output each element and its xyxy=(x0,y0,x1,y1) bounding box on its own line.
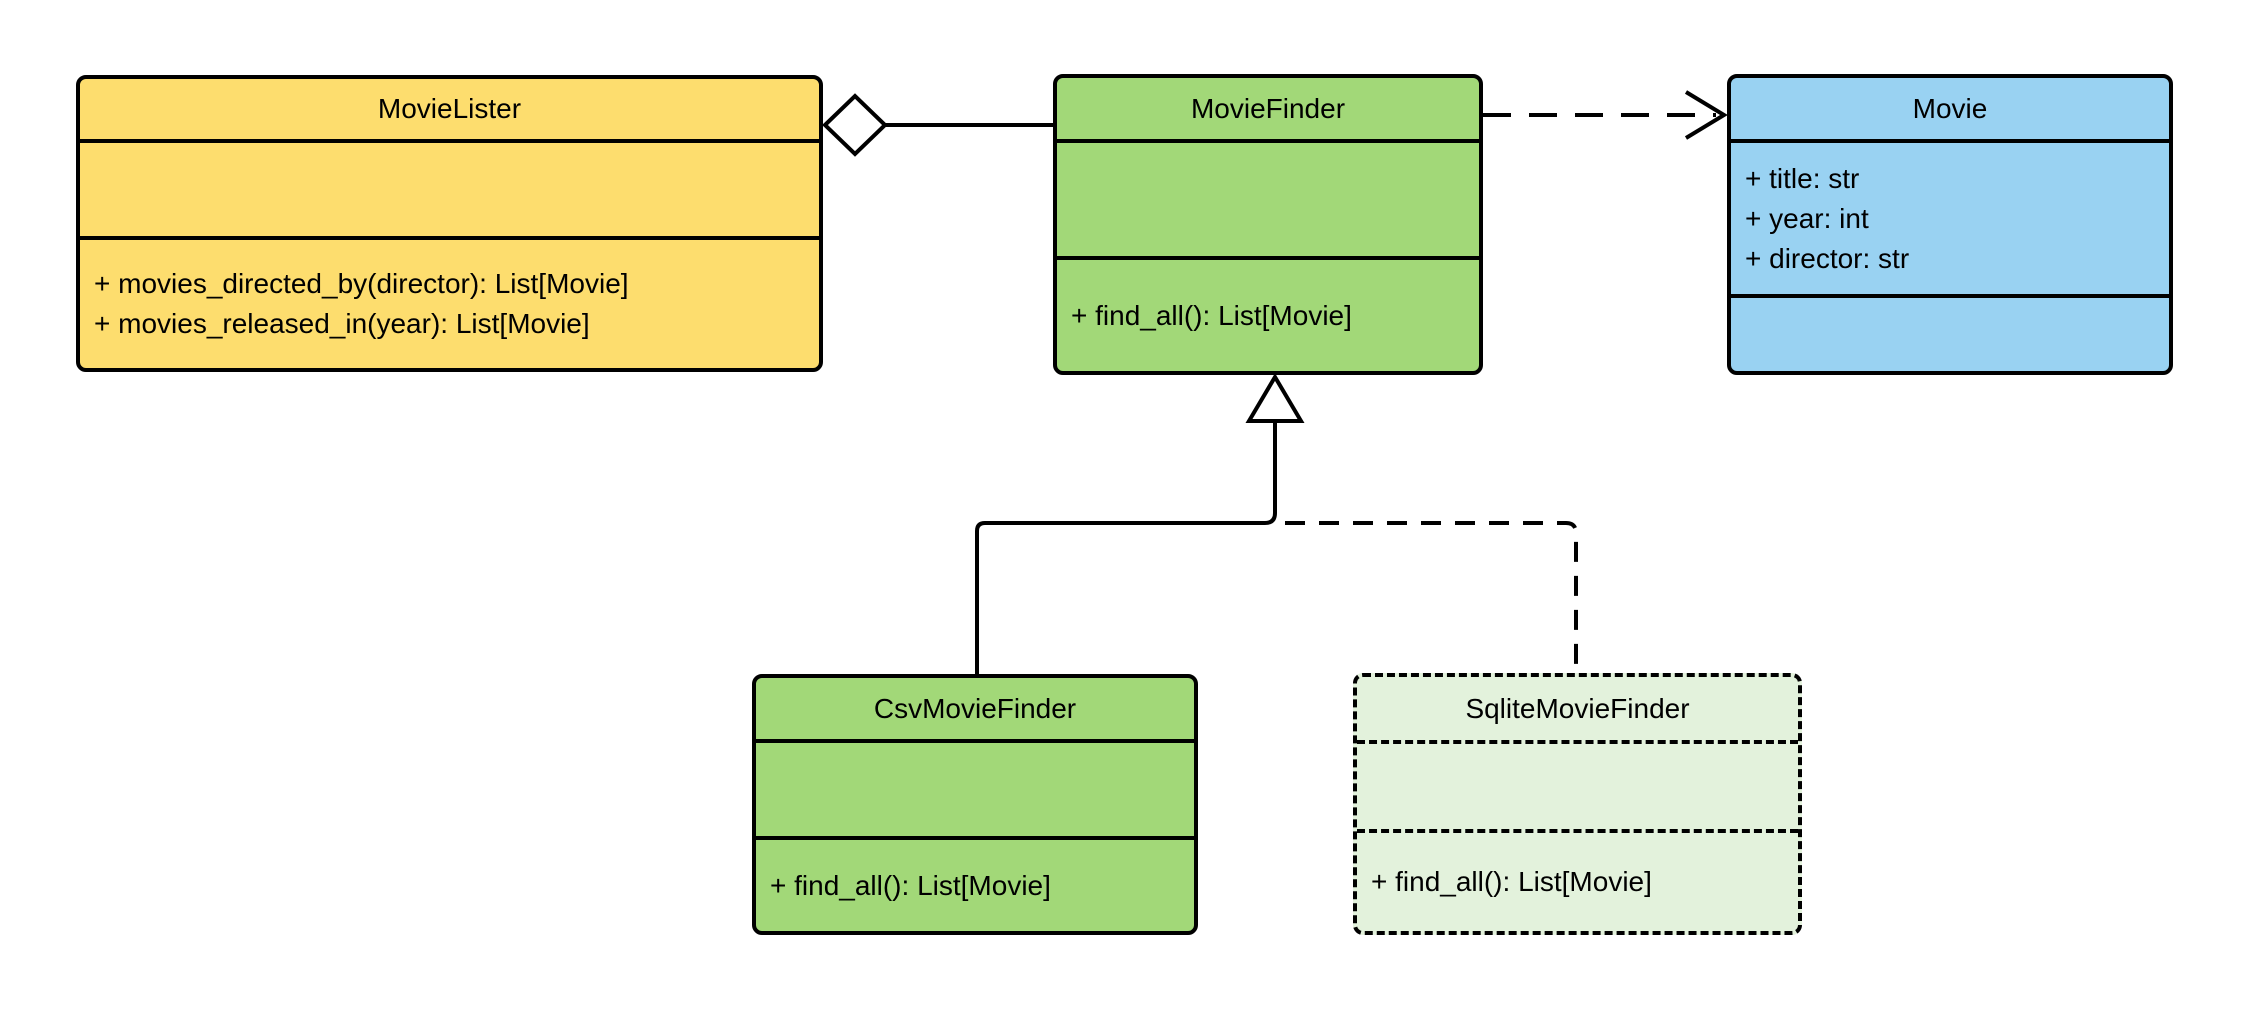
class-title: Movie xyxy=(1731,78,2169,143)
inheritance-triangle-icon xyxy=(1245,373,1305,423)
attribute-label: + director: str xyxy=(1745,242,1910,274)
attributes-compartment xyxy=(1057,143,1479,260)
class-title: MovieFinder xyxy=(1057,78,1479,143)
attribute-label: + title: str xyxy=(1745,162,1860,194)
class-title: MovieLister xyxy=(80,79,819,143)
aggregation-diamond-icon xyxy=(822,93,888,157)
dependency-arrowhead-icon xyxy=(1684,90,1728,140)
class-name-label: Movie xyxy=(1912,92,1988,124)
methods-compartment: + find_all(): List[Movie] xyxy=(756,840,1194,931)
class-moviefinder: MovieFinder + find_all(): List[Movie] xyxy=(1053,74,1483,375)
attributes-compartment xyxy=(80,143,819,240)
class-name-label: SqliteMovieFinder xyxy=(1465,692,1690,724)
method-label: + find_all(): List[Movie] xyxy=(1371,866,1652,897)
attribute-label: + year: int xyxy=(1745,202,1869,234)
methods-compartment xyxy=(1731,298,2169,371)
class-csvmoviefinder: CsvMovieFinder + find_all(): List[Movie] xyxy=(752,674,1198,935)
attributes-compartment xyxy=(1357,744,1798,833)
class-title: SqliteMovieFinder xyxy=(1357,677,1798,744)
methods-compartment: + find_all(): List[Movie] xyxy=(1357,833,1798,931)
attributes-compartment: + title: str + year: int + director: str xyxy=(1731,143,2169,298)
method-label: + movies_directed_by(director): List[Mov… xyxy=(94,268,629,299)
method-label: + find_all(): List[Movie] xyxy=(1071,299,1352,331)
attributes-compartment xyxy=(756,743,1194,840)
class-movie: Movie + title: str + year: int + directo… xyxy=(1727,74,2173,375)
method-label: + movies_released_in(year): List[Movie] xyxy=(94,308,590,339)
methods-compartment: + movies_directed_by(director): List[Mov… xyxy=(80,240,819,368)
inheritance-connector-sqlite xyxy=(1285,521,1578,673)
method-label: + find_all(): List[Movie] xyxy=(770,869,1051,901)
class-movielister: MovieLister + movies_directed_by(directo… xyxy=(76,75,823,372)
methods-compartment: + find_all(): List[Movie] xyxy=(1057,260,1479,371)
class-name-label: CsvMovieFinder xyxy=(873,692,1077,724)
class-title: CsvMovieFinder xyxy=(756,678,1194,743)
inheritance-connector-csv xyxy=(975,421,1277,674)
class-name-label: MovieLister xyxy=(377,93,522,124)
class-sqlitemoviefinder: SqliteMovieFinder + find_all(): List[Mov… xyxy=(1353,673,1802,935)
class-name-label: MovieFinder xyxy=(1190,92,1346,124)
